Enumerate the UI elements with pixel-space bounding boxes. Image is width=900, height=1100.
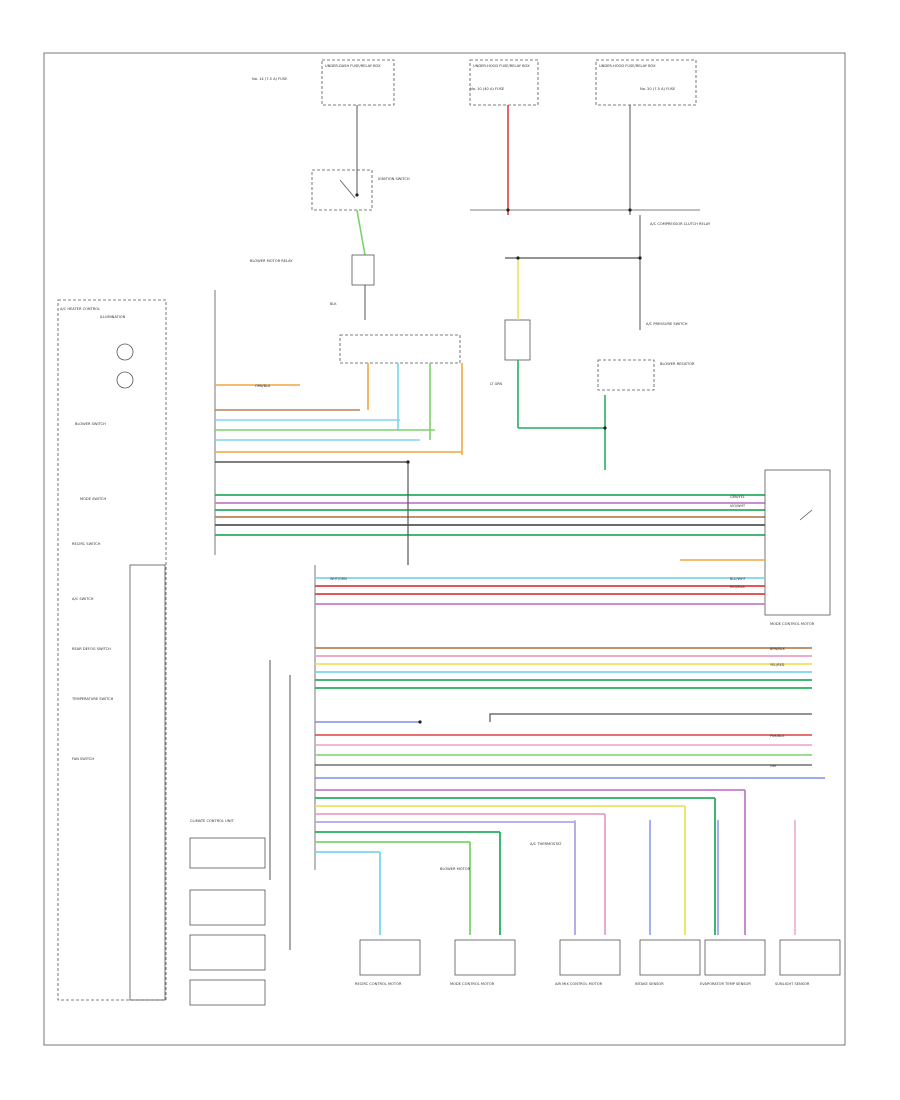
- illum-bulb-2: [116, 371, 134, 389]
- switch-contact: [339, 179, 356, 199]
- wire-label-org: ORN/BLU: [255, 384, 271, 388]
- fuse-box-left: [321, 59, 395, 106]
- actuator-label-3: INTAKE SENSOR: [635, 982, 664, 986]
- control-unit-box: [129, 564, 166, 1001]
- actuator-label-0: RECIRC CONTROL MOTOR: [355, 982, 402, 986]
- wire-lt-green-ign: [356, 209, 366, 256]
- actuator-box-5: [779, 939, 841, 976]
- splice-dot-5: [603, 426, 607, 430]
- splice-dot-0: [355, 193, 359, 197]
- splice-dot-2: [628, 208, 632, 212]
- fuse-box-left-label: UNDER-DASH FUSE/RELAY BOX: [325, 64, 381, 68]
- wire-label-red: RED/BLK: [730, 585, 745, 589]
- splice-dot-4: [638, 256, 642, 260]
- ac-thermo-label: A/C THERMOSTAT: [530, 842, 562, 846]
- wire-label-grn: GRN/YEL: [730, 495, 745, 499]
- mode-control-motor-box: [764, 469, 831, 616]
- connector-right: [597, 359, 655, 391]
- wire-label-yel: YEL/RED: [770, 663, 785, 667]
- wire-label-brn: BRN/BLK: [770, 647, 786, 651]
- ccu-inner-4: [189, 979, 266, 1006]
- blower-switch-label: BLOWER SWITCH: [75, 422, 106, 426]
- temperature-switch-label: TEMPERATURE SWITCH: [71, 697, 114, 701]
- ignition-switch-label: IGNITION SWITCH: [378, 177, 410, 181]
- splice-dot-3: [516, 256, 520, 260]
- fuse-box-mid: [469, 59, 539, 106]
- wire-e-1: [489, 713, 812, 722]
- illum-bulb-1: [116, 343, 134, 361]
- fuse-box-right: [595, 59, 697, 106]
- wire-label-blu: BLU/WHT: [730, 577, 747, 581]
- ac-switch-label: A/C SWITCH: [72, 597, 94, 601]
- wire-label-vio: VIO/WHT: [730, 504, 746, 508]
- fan-switch-label: FAN SWITCH: [72, 757, 94, 761]
- splice-dot-1: [506, 208, 510, 212]
- splice-dot-6: [406, 460, 410, 464]
- wire-label-wht: WHT/GRN: [330, 577, 347, 581]
- rear-defog-label: REAR DEFOG SWITCH: [72, 647, 111, 651]
- fuse-label-2: No. 10 (40 A) FUSE: [470, 87, 505, 91]
- ac-clutch-relay-label: A/C COMPRESSOR CLUTCH RELAY: [650, 222, 711, 226]
- fuse-label-1: No. 14 (7.5 A) FUSE: [252, 77, 288, 81]
- mode-switch-label: MODE SWITCH: [80, 497, 106, 501]
- wire-label-lt: LT GRN: [490, 382, 503, 386]
- actuator-box-3: [639, 939, 701, 976]
- actuator-box-1: [454, 939, 516, 976]
- wire-label-pnk: PNK/BLK: [770, 734, 785, 738]
- actuator-box-0: [359, 939, 421, 976]
- fuse-box-mid-label: UNDER-HOOD FUSE/RELAY BOX: [473, 64, 530, 68]
- mode-control-motor-label: MODE CONTROL MOTOR: [770, 622, 815, 626]
- actuator-label-4: EVAPORATOR TEMP SENSOR: [700, 982, 751, 986]
- actuator-box-2: [559, 939, 621, 976]
- diagram-frame: [43, 52, 846, 1046]
- blower-relay-label: BLOWER MOTOR RELAY: [250, 259, 293, 263]
- ac-heater-control-outline: [57, 299, 167, 1001]
- blower-resistor-label: BLOWER RESISTOR: [660, 362, 695, 366]
- ccu-inner-1: [189, 837, 266, 869]
- ccu-inner-3: [189, 934, 266, 971]
- recirc-switch-label: RECIRC SWITCH: [72, 542, 101, 546]
- relay-mid-box: [504, 319, 531, 361]
- ccu-label: CLIMATE CONTROL UNIT: [190, 819, 235, 823]
- fuse-label-3: No. 20 (7.5 A) FUSE: [640, 87, 676, 91]
- blower-relay-box: [351, 254, 375, 286]
- actuator-label-2: AIR MIX CONTROL MOTOR: [555, 982, 603, 986]
- actuator-box-4: [704, 939, 766, 976]
- ignition-switch-box: [311, 169, 373, 211]
- wire-label-blk: BLK: [330, 302, 337, 306]
- illumination-label: ILLUMINATION: [100, 315, 126, 319]
- actuator-label-1: MODE CONTROL MOTOR: [450, 982, 495, 986]
- splice-dot-7: [418, 720, 422, 724]
- actuator-label-5: SUNLIGHT SENSOR: [775, 982, 810, 986]
- ac-heater-control-label: A/C HEATER CONTROL: [60, 307, 100, 311]
- connector-mid: [339, 334, 461, 364]
- motor-switch: [799, 509, 813, 521]
- ccu-inner-2: [189, 889, 266, 926]
- blower-motor-label: BLOWER MOTOR: [440, 867, 471, 871]
- fuse-box-right-label: UNDER-HOOD FUSE/RELAY BOX: [599, 64, 656, 68]
- ac-pressure-label: A/C PRESSURE SWITCH: [646, 322, 688, 326]
- wire-label-gry: GRY: [770, 764, 778, 768]
